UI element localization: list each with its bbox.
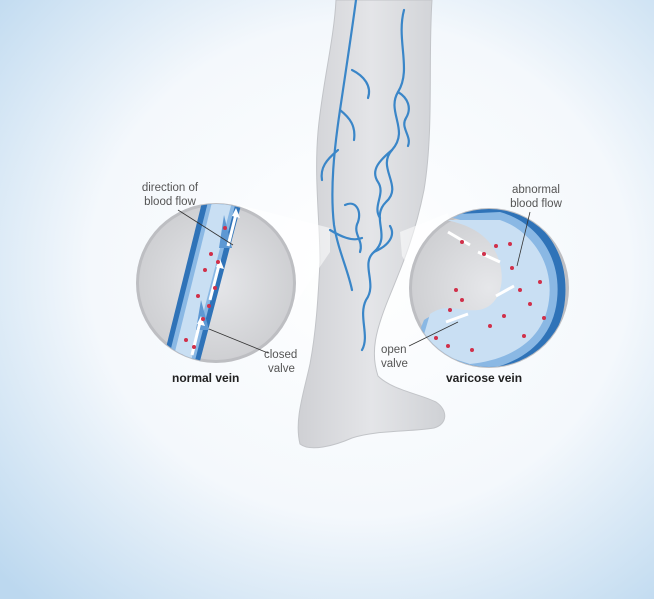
open-valve-line1: open	[381, 344, 407, 356]
direction-label-line2: blood flow	[144, 196, 196, 208]
closed-valve-line1: closed	[264, 349, 298, 361]
direction-label: direction of blood flow	[130, 181, 210, 209]
open-valve-label: open valve	[381, 343, 408, 371]
direction-label-line1: direction of	[141, 182, 199, 194]
varicose-vein-magnifier	[409, 208, 569, 368]
normal-vein-caption: normal vein	[172, 371, 240, 385]
closed-valve-label: closed valve	[264, 348, 297, 376]
leg-veins	[320, 0, 410, 352]
abnormal-label-line2: blood flow	[510, 198, 562, 210]
abnormal-label: abnormal blood flow	[496, 183, 576, 211]
varicose-vein-caption: varicose vein	[446, 371, 523, 385]
open-valve-line2: valve	[381, 358, 408, 370]
normal-vein-magnifier	[136, 203, 296, 363]
closed-valve-line2: valve	[268, 363, 295, 375]
abnormal-label-line1: abnormal	[512, 184, 560, 196]
